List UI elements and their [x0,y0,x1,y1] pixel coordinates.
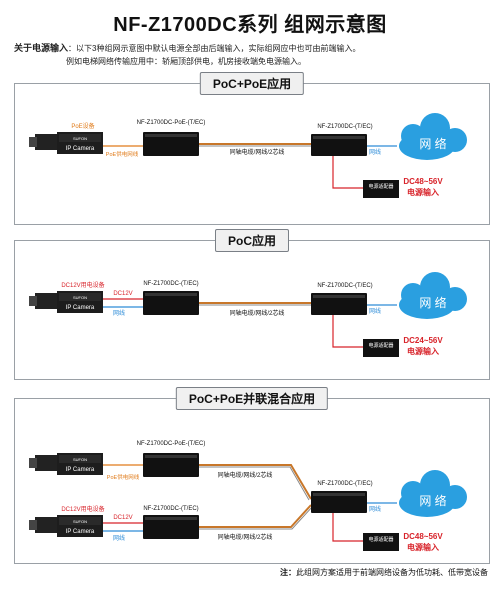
tx-port-label: 网线 [113,309,125,317]
power-input: 电源输入 [407,187,439,197]
power-cable [332,315,363,348]
tx-module [143,132,199,156]
footnote-text: 此组网方案适用于前端网络设备为低功耗、低带宽设备 [296,568,488,577]
power-cable [332,156,363,189]
upper-cable-core [199,466,310,501]
power-input: 电源输入 [407,346,439,356]
rx-module [311,293,367,315]
lower-cable [199,504,312,528]
voltage: DC48~56V [403,177,443,186]
panel-poc: PoC应用 SUFON IP Camera DC12V用电设备 DC12V 网线… [14,229,490,380]
tx-model: NF-Z1700DC-(T/EC) [143,281,198,287]
panel-poc-poe-parallel: PoC+PoE并联混合应用 SUFON IP Camera PoE供电网线 NF… [14,387,490,564]
adapter-icon [363,180,399,198]
cloud-label: 网 络 [419,136,446,151]
camera-icon [29,291,103,313]
panel-diagram: SUFON IP Camera DC12V用电设备 DC12V 网线 NF-Z1… [29,272,467,357]
camera-icon [29,515,103,537]
power-input: 电源输入 [407,542,439,552]
tx-model: NF-Z1700DC-PoE-(T/EC) [137,441,206,447]
cloud-icon [399,272,467,319]
cable-label: 同轴电缆/网线/2芯线 [218,533,273,541]
camera-brand: SUFON [73,519,87,524]
page-title: NF-Z1700DC系列 组网示意图 [113,14,387,36]
device-label: DC12V用电设备 [61,281,104,289]
footnote: 注：此组网方案适用于前端网络设备为低功耗、低带宽设备 [280,567,488,578]
power-cable [332,513,363,542]
device-label: PoE设备 [71,122,94,130]
rx-port-label: 网线 [369,505,381,513]
adapter-label: 电源适配器 [368,342,393,349]
cloud-icon [399,470,467,517]
footnote-label: 注： [280,568,296,577]
rx-model: NF-Z1700DC-(T/EC) [317,283,372,289]
cable-label: 同轴电缆/网线/2芯线 [230,309,285,317]
cable-label: 同轴电缆/网线/2芯线 [218,471,273,479]
cable-label: 同轴电缆/网线/2芯线 [230,148,285,156]
adapter-label: 电源适配器 [368,183,393,190]
device-label: DC12V用电设备 [61,505,104,513]
adapter-icon [363,339,399,357]
panel-header: PoC+PoE并联混合应用 [175,387,329,410]
camera-brand: SUFON [73,136,87,141]
tx-module [143,453,199,477]
tx-module [143,291,199,315]
cloud-label: 网 络 [419,295,446,310]
panel-diagram: SUFON IP Camera PoE设备 PoE供电网线 NF-Z1700DC… [29,113,467,198]
camera-label: IP Camera [66,467,95,473]
tx-module [143,515,199,539]
camera-brand: SUFON [73,295,87,300]
camera-label: IP Camera [66,305,95,311]
intro-line1: ：以下3种组网示意图中默认电源全部由后端输入，实际组网应中也可由前端输入。 [68,44,361,53]
rx-port-label: 网线 [369,307,381,315]
tx-port-label: PoE供电网线 [107,473,140,481]
panel-diagram: SUFON IP Camera PoE供电网线 NF-Z1700DC-PoE-(… [29,441,467,552]
rx-model: NF-Z1700DC-(T/EC) [317,124,372,130]
device-power: DC12V [113,291,132,297]
lower-cable-core [199,505,314,530]
upper-cable [199,464,312,500]
adapter-label: 电源适配器 [368,536,393,543]
rx-model: NF-Z1700DC-(T/EC) [317,481,372,487]
cloud-label: 网 络 [419,493,446,508]
intro: 关于电源输入：以下3种组网示意图中默认电源全部由后端输入，实际组网应中也可由前端… [14,42,494,68]
camera-label: IP Camera [66,146,95,152]
device-power: DC12V [113,515,132,521]
adapter-icon [363,533,399,551]
voltage: DC48~56V [403,532,443,541]
cloud-icon [399,113,467,160]
camera-label: IP Camera [66,529,95,535]
tx-port-label: PoE供电网线 [106,150,139,158]
camera-icon [29,132,103,154]
rx-module [311,491,367,513]
rx-port-label: 网线 [369,148,381,156]
panel-header: PoC+PoE应用 [199,72,305,95]
tx-port-label: 网线 [113,534,125,542]
voltage: DC24~56V [403,336,443,345]
panel-poc-poe: PoC+PoE应用 SUFON IP Camera PoE设备 PoE供电网线 … [14,72,490,225]
intro-line2: 例如电梯网络传输应用中：轿厢顶部供电，机房接收端免电源输入。 [66,57,306,66]
camera-brand: SUFON [73,457,87,462]
rx-module [311,134,367,156]
panel-header: PoC应用 [214,229,290,252]
tx-model: NF-Z1700DC-(T/EC) [143,506,198,512]
tx-model: NF-Z1700DC-PoE-(T/EC) [137,120,206,126]
camera-icon [29,453,103,475]
intro-label: 关于电源输入 [14,43,69,53]
